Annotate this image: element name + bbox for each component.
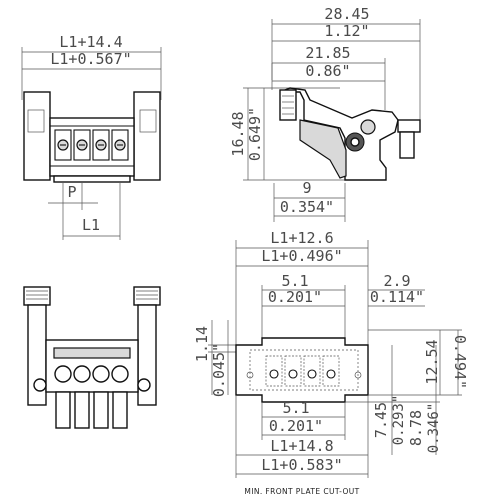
lower-offset-mm: 5.1	[282, 399, 309, 417]
terminal-pocket	[73, 129, 91, 161]
cutout-caption: MIN. FRONT PLATE CUT-OUT	[244, 487, 359, 496]
opening-circle	[288, 369, 298, 379]
cutout-openings	[265, 355, 340, 387]
lower-offset-in: 0.201"	[269, 417, 323, 435]
cutout-top-in: L1+0.496"	[261, 247, 342, 265]
right-height-mm: 12.54	[423, 339, 441, 384]
width-in-label: L1+0.567"	[50, 50, 131, 68]
wire-opening	[111, 365, 129, 383]
opening	[322, 355, 340, 387]
l1-label: L1	[82, 216, 100, 234]
connector-body-side	[279, 87, 399, 181]
h2-in: 0.346"	[426, 403, 442, 454]
housing-base	[53, 175, 131, 183]
left-offset-mm: 5.1	[281, 272, 308, 290]
opening	[265, 355, 283, 387]
terminal-pocket	[111, 129, 129, 161]
pitch-label: P	[67, 183, 76, 201]
opening	[284, 355, 302, 387]
mount-hole	[354, 371, 362, 379]
side-in: 0.045"	[210, 343, 228, 397]
cutout-outline	[235, 337, 369, 403]
latch-window	[27, 109, 45, 133]
width-in: 0.86"	[305, 62, 350, 80]
left-latch	[23, 91, 51, 181]
height-in: 0.649"	[246, 107, 264, 161]
wire-opening	[73, 365, 91, 383]
latch-grip	[279, 89, 297, 121]
h2-mm: 8.78	[407, 410, 425, 446]
opening-circle	[269, 369, 279, 379]
mount-hole	[246, 371, 254, 379]
side-rib	[299, 119, 347, 179]
offset-in: 0.354"	[280, 198, 334, 216]
wire-opening	[92, 365, 110, 383]
terminal-pocket	[54, 129, 72, 161]
right-latch	[133, 91, 161, 181]
pin	[74, 391, 90, 429]
width-mm-label: L1+14.4	[59, 33, 122, 51]
bottom-width-in: L1+0.583"	[261, 456, 342, 474]
terminal-pocket	[92, 129, 110, 161]
screw-head	[360, 119, 376, 135]
tail-tab	[397, 119, 421, 133]
tail-post	[399, 131, 415, 159]
width-mm: 21.85	[305, 44, 350, 62]
pin	[55, 391, 71, 429]
side-mm: 1.14	[193, 326, 211, 362]
h1-mm: 7.45	[372, 402, 390, 438]
wire-entry-inner	[350, 137, 360, 147]
terminal-pockets	[54, 129, 129, 161]
pin	[112, 391, 128, 429]
opening	[303, 355, 321, 387]
cutout-top-mm: L1+12.6	[270, 229, 333, 247]
right-offset-in: 0.114"	[370, 288, 424, 306]
left-offset-in: 0.201"	[268, 288, 322, 306]
latch-window	[139, 109, 157, 133]
height-mm: 16.48	[229, 111, 247, 156]
h1-in: 0.293"	[391, 395, 407, 446]
top-rail	[53, 347, 131, 359]
cutout-view: L1+12.6 L1+0.496" 5.1 0.201" 2.9 0.114" …	[193, 229, 469, 496]
inner-outline	[249, 349, 359, 391]
front-view-bottom-left	[23, 286, 161, 429]
overall-width-mm: 28.45	[324, 5, 369, 23]
mount-hole	[137, 378, 151, 392]
mount-hole	[33, 378, 47, 392]
opening-circle	[326, 369, 336, 379]
latch-top	[133, 286, 161, 306]
right-offset-mm: 2.9	[383, 272, 410, 290]
opening-circle	[307, 369, 317, 379]
wire-opening	[54, 365, 72, 383]
offset-mm: 9	[302, 179, 311, 197]
side-view-top-right: 28.45 1.12" 21.85 0.86" 16.48 0.649"	[229, 5, 421, 222]
pin	[93, 391, 109, 429]
bottom-width-mm: L1+14.8	[270, 437, 333, 455]
latch-top	[23, 286, 51, 306]
right-height-in: 0.494"	[451, 335, 469, 389]
overall-width-in: 1.12"	[324, 22, 369, 40]
front-view-top-left: L1+14.4 L1+0.567"	[21, 33, 162, 240]
